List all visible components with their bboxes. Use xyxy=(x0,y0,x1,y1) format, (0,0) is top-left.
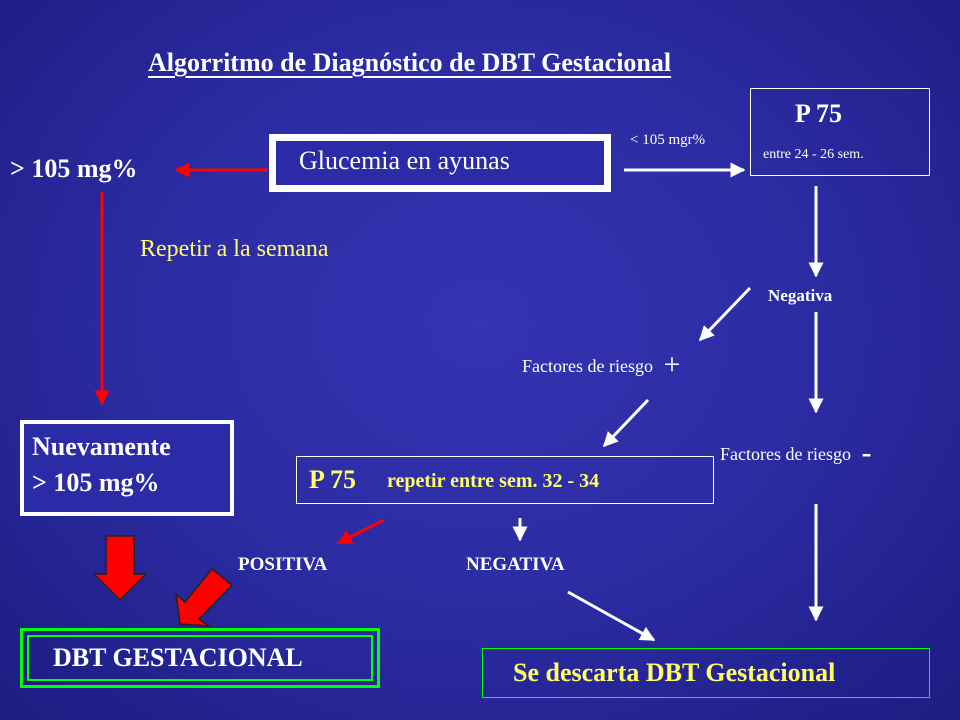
positiva-label: POSITIVA xyxy=(238,554,328,575)
negativa-label: Negativa xyxy=(768,286,833,305)
block-arrow-positiva-to-dbt xyxy=(174,567,234,627)
dbt-box: DBT GESTACIONAL xyxy=(20,628,380,688)
negativa-caps-label: NEGATIVA xyxy=(466,554,565,575)
nuevamente-line-2: > 105 mg% xyxy=(32,468,160,497)
p75-top-subtitle: entre 24 - 26 sem. xyxy=(763,147,864,162)
fr-plus-label: Factores de riesgo + xyxy=(522,348,680,382)
glucemia-label: Glucemia en ayunas xyxy=(299,146,510,175)
p75-top-label: P 75 xyxy=(795,99,842,128)
arrow-negativa-caps-to-descarta xyxy=(567,590,656,642)
repetir-label: Repetir a la semana xyxy=(140,236,329,262)
arrow-fr-plus-to-p75-bottom xyxy=(602,398,650,448)
nuevamente-line-1: Nuevamente xyxy=(32,432,171,461)
fr-plus-text: Factores de riesgo xyxy=(522,356,653,376)
descarta-label: Se descarta DBT Gestacional xyxy=(513,658,836,687)
gt105-label: > 105 mg% xyxy=(10,154,138,183)
fr-minus-text: Factores de riesgo xyxy=(720,444,851,464)
fr-minus-sign: - xyxy=(861,436,872,469)
block-arrow-nuevamente-to-dbt xyxy=(92,535,148,602)
fr-plus-sign: + xyxy=(663,348,681,381)
arrow-p75-to-positiva xyxy=(336,518,385,545)
arrow-negativa-to-fr-plus xyxy=(698,286,752,342)
glucemia-box: Glucemia en ayunas xyxy=(269,134,611,192)
p75-bottom-box: P 75 repetir entre sem. 32 - 34 xyxy=(296,456,714,504)
nuevamente-box: Nuevamente > 105 mg% xyxy=(20,420,234,516)
dbt-label: DBT GESTACIONAL xyxy=(53,643,303,672)
p75-top-box: P 75 entre 24 - 26 sem. xyxy=(750,88,930,176)
p75-bottom-label: P 75 xyxy=(309,465,356,494)
page-title: Algorritmo de Diagnóstico de DBT Gestaci… xyxy=(148,48,672,77)
lt105-label: < 105 mgr% xyxy=(630,132,706,148)
fr-minus-label: Factores de riesgo - xyxy=(720,436,871,470)
p75-bottom-subtitle: repetir entre sem. 32 - 34 xyxy=(387,470,600,492)
descarta-box: Se descarta DBT Gestacional xyxy=(482,648,930,698)
